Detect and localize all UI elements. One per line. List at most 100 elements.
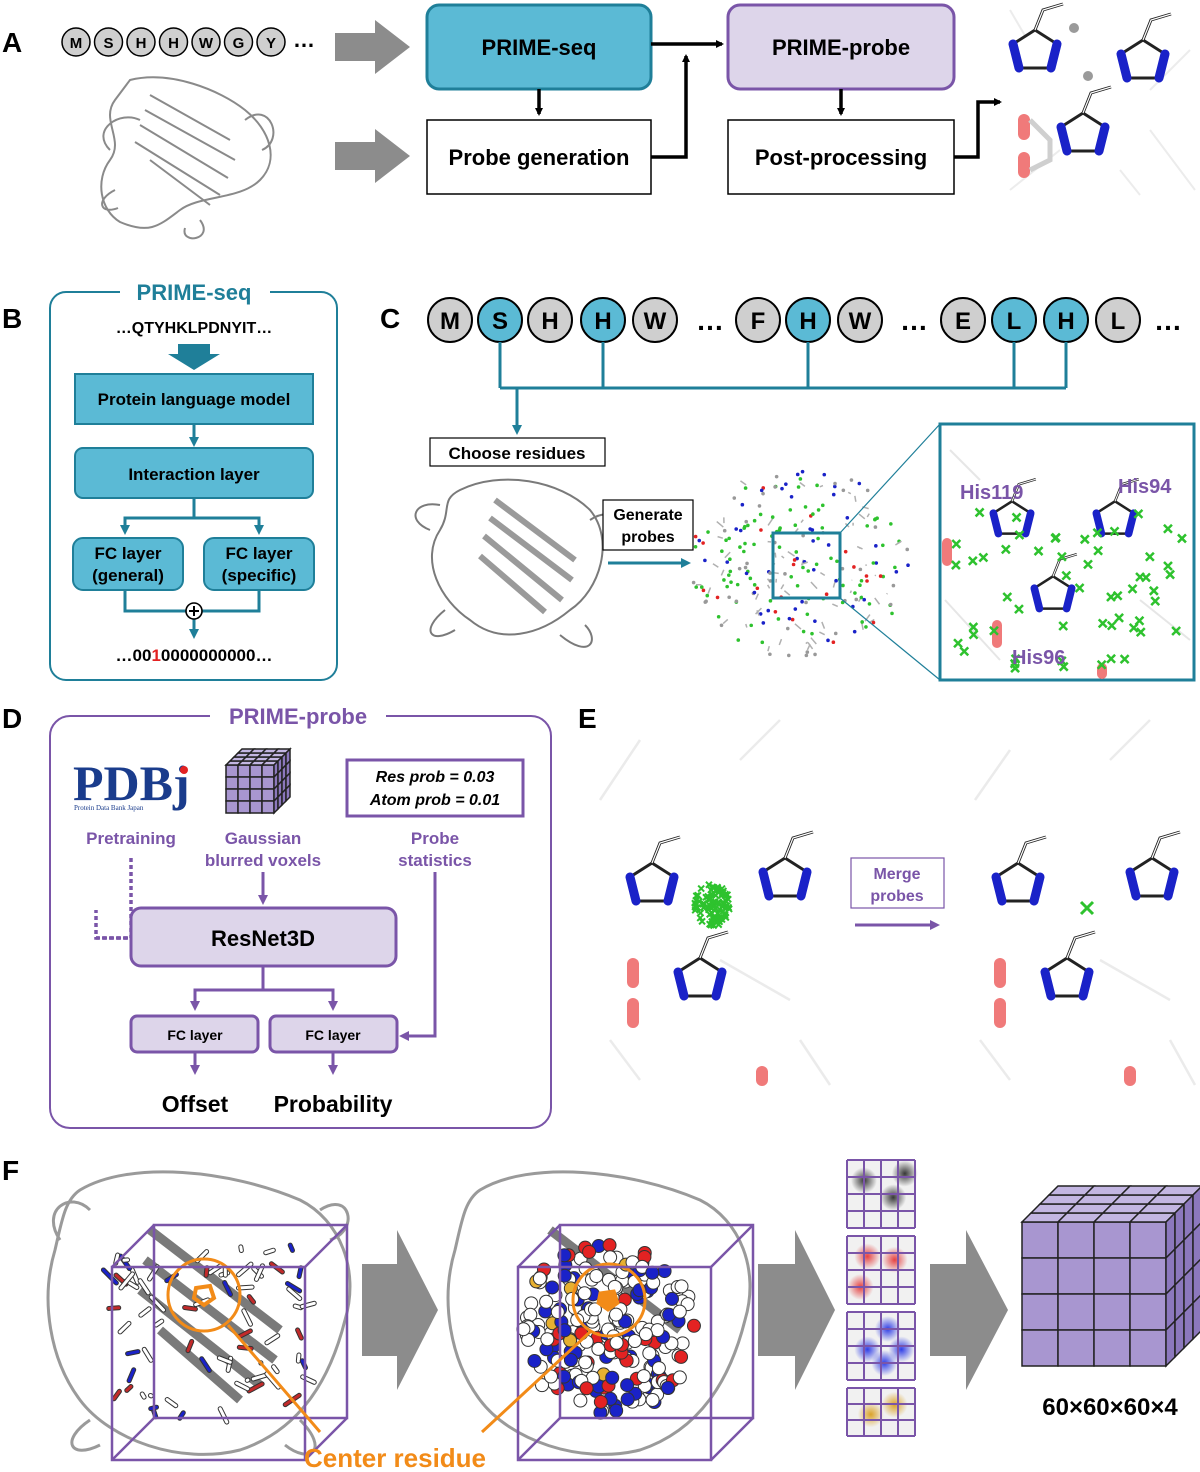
probe-x: [1083, 559, 1093, 570]
panel-b-output-hit: 1: [151, 646, 160, 665]
probe-dot: [759, 488, 764, 493]
stick: [118, 1321, 131, 1334]
probe-x: [1109, 526, 1120, 537]
probe-bond: [895, 540, 902, 546]
stick: [127, 1368, 136, 1383]
voxel-side: [1192, 1186, 1200, 1233]
panel-d-probability: Probability: [274, 1091, 393, 1117]
stick: [154, 1319, 164, 1327]
voxel-face: [249, 776, 263, 790]
probe-bond: [783, 590, 791, 596]
probe-dot: [826, 638, 830, 643]
voxel-face: [1057, 1257, 1095, 1295]
panel-f-cube-middle: [516, 1223, 755, 1462]
seq-residue-letter: L: [1007, 308, 1022, 335]
seq-residue: [837, 297, 883, 343]
probe-dot: [793, 607, 798, 611]
probe-bond: [787, 551, 795, 557]
probe-dot: [874, 561, 879, 565]
pdbj-logo-text: PDBj: [73, 755, 190, 811]
panel-d-title-bg: [210, 704, 386, 730]
probe-dot: [816, 536, 820, 541]
probe-x: [1058, 621, 1069, 631]
panel-c-zoom-panel: [938, 422, 1196, 682]
probe-bond: [854, 495, 857, 502]
atom-sphere: [620, 1392, 635, 1407]
atom-sphere: [593, 1394, 608, 1409]
probe-dot: [773, 485, 777, 489]
panel-f-center-residue-left: [191, 1283, 217, 1308]
panel-a-ellipsis: …: [293, 27, 315, 52]
atom-sphere: [550, 1304, 565, 1319]
probe-dot: [744, 571, 749, 576]
atom-sphere: [603, 1250, 618, 1265]
panel-a-binding-site: [1008, 2, 1196, 196]
probe-bond: [720, 569, 725, 576]
probe-x: [721, 911, 729, 919]
probe-dot: [804, 653, 809, 658]
atom-sphere: [627, 1334, 642, 1349]
probe-dot: [810, 528, 815, 532]
panel-d-arrow-left: [190, 966, 265, 1011]
probe-dot: [862, 597, 867, 602]
atom-sphere: [539, 1294, 554, 1309]
probe-dot: [780, 486, 784, 491]
panel-d-arrow-right: [263, 988, 338, 1011]
probe-dot: [805, 650, 810, 654]
probe-dot: [840, 566, 845, 571]
seq-gap: …: [900, 305, 928, 336]
probe-x: [1177, 533, 1187, 544]
probe-dot: [796, 485, 801, 489]
atom-sphere: [582, 1244, 597, 1259]
panel-e-right-oxygen: [994, 958, 1006, 988]
panel-b-label: B: [2, 303, 22, 334]
panel-c-his119: His119: [960, 482, 1023, 504]
panel-a-arrow-bottom: [335, 129, 410, 183]
voxel-face: [261, 788, 275, 802]
seq-residue-letter: S: [492, 308, 508, 335]
probe-dot: [794, 550, 799, 554]
panel-c-zoom-box: [771, 531, 842, 600]
probe-dot: [889, 522, 893, 526]
panel-a-prime-seq-text: PRIME-seq: [482, 35, 597, 60]
probe-dot: [894, 570, 899, 574]
stick: [223, 1281, 232, 1296]
panel-c-generate-probes-line2: probes: [621, 529, 674, 546]
voxel-face: [1093, 1329, 1131, 1367]
atom-sphere: [602, 1238, 617, 1253]
probe-dot: [752, 583, 757, 587]
atom-sphere: [609, 1403, 624, 1418]
probe-dot: [768, 579, 773, 583]
probe-dot: [729, 580, 733, 584]
probe-dot: [834, 578, 838, 583]
voxel-face: [1021, 1293, 1059, 1331]
panel-b-fc-general-box: [72, 537, 184, 591]
stick: [142, 1347, 153, 1362]
probe-x: [1096, 659, 1107, 670]
seq-bead: [61, 27, 91, 57]
voxel-face: [1057, 1221, 1095, 1259]
panel-e-right-oxygen-2: [994, 998, 1006, 1028]
channel-blur-spot: [888, 1336, 915, 1363]
probe-x: [1148, 585, 1159, 596]
stick: [239, 1245, 243, 1253]
probe-dot: [891, 583, 896, 588]
probe-dot: [867, 602, 872, 606]
probe-dot: [728, 569, 733, 574]
stick: [139, 1307, 151, 1317]
atom-sphere: [645, 1392, 660, 1407]
probe-dot: [746, 523, 750, 528]
probe-dot: [776, 617, 781, 621]
panel-f-pointer-right: [480, 1330, 592, 1434]
atom-sphere: [535, 1378, 550, 1393]
probe-bond: [707, 587, 712, 594]
probe-x: [694, 891, 702, 900]
stick: [247, 1295, 256, 1304]
atom-sphere: [557, 1323, 572, 1338]
probe-bond: [864, 614, 871, 622]
panel-a-label: A: [2, 27, 22, 58]
stick: [101, 1268, 118, 1285]
atom-sphere: [527, 1353, 542, 1368]
atom-sphere: [577, 1286, 592, 1301]
atom-sphere: [636, 1369, 651, 1384]
